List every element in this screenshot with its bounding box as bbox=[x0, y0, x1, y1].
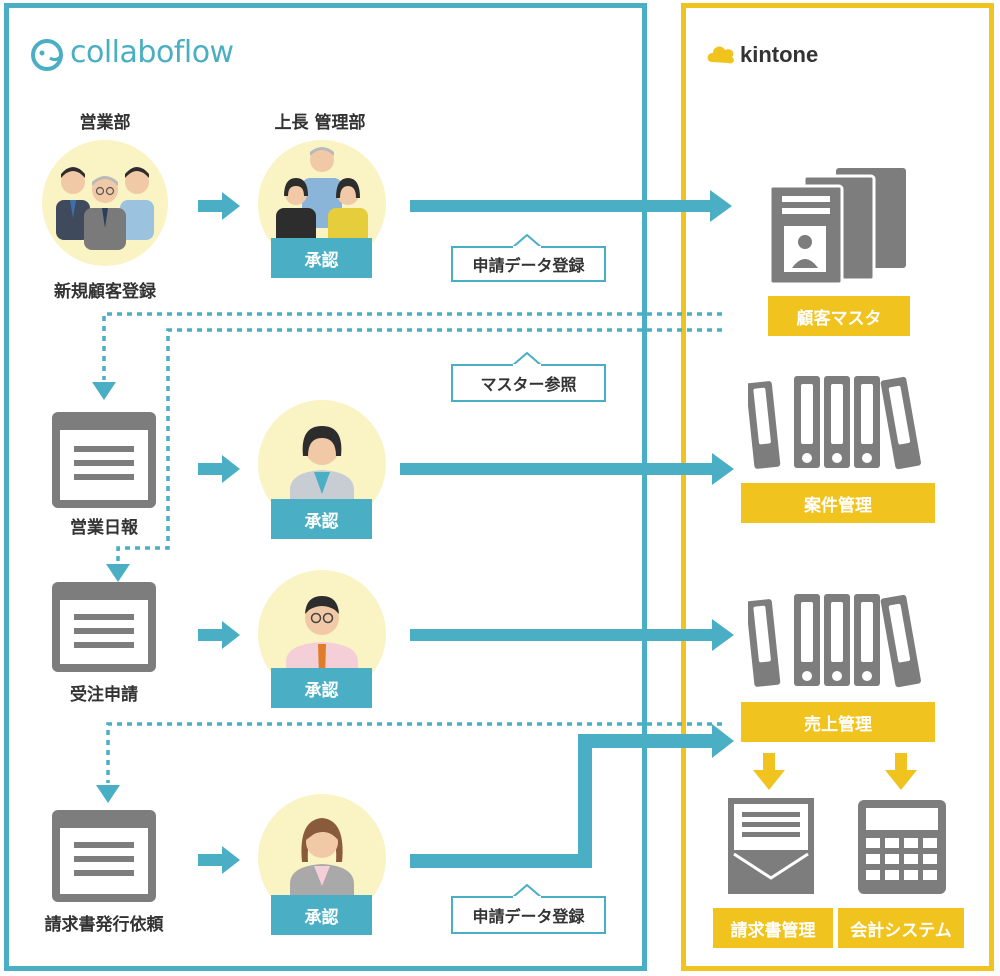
invoice-mgmt-badge: 請求書管理 bbox=[713, 908, 833, 948]
kintone-logo-text: kintone bbox=[740, 42, 819, 67]
project-mgmt-badge: 案件管理 bbox=[741, 483, 935, 523]
sales-binders-icon bbox=[748, 594, 921, 688]
dotted-reference-lines bbox=[102, 312, 722, 783]
apply-data-callout-2: 申請データ登録 bbox=[451, 896, 606, 934]
master-ref-callout: マスター参照 bbox=[451, 364, 606, 402]
callout-notch-3 bbox=[512, 884, 542, 898]
callout-notch-1 bbox=[512, 234, 542, 248]
project-binders-icon bbox=[748, 376, 921, 470]
collaboflow-logo-icon bbox=[31, 39, 63, 71]
invoice-envelope-icon bbox=[728, 798, 814, 894]
approver-woman-icon bbox=[258, 400, 386, 510]
sales-team-icon bbox=[42, 140, 168, 266]
daily-report-form-icon bbox=[52, 412, 156, 508]
kintone-logo-icon bbox=[707, 46, 734, 64]
order-request-label: 受注申請 bbox=[70, 685, 138, 705]
customer-card-stack-icon bbox=[768, 168, 906, 286]
accounting-system-badge: 会計システム bbox=[838, 908, 964, 948]
kintone-frame bbox=[681, 3, 994, 971]
apply-data-callout-1: 申請データ登録 bbox=[451, 246, 606, 282]
collaboflow-frame bbox=[4, 3, 647, 971]
invoice-request-label: 請求書発行依頼 bbox=[44, 915, 164, 935]
approve-badge-2: 承認 bbox=[271, 499, 372, 539]
manager-dept-label: 上長 管理部 bbox=[274, 113, 366, 133]
callout-notch-2 bbox=[512, 352, 542, 366]
daily-report-label: 営業日報 bbox=[70, 518, 138, 538]
approve-badge-3: 承認 bbox=[271, 668, 372, 708]
customer-master-badge: 顧客マスタ bbox=[768, 296, 910, 336]
approve-badge-4: 承認 bbox=[271, 895, 372, 935]
sales-mgmt-badge: 売上管理 bbox=[741, 702, 935, 742]
small-flow-arrows bbox=[198, 192, 240, 874]
yellow-down-arrows bbox=[753, 753, 917, 790]
approve-badge-1: 承認 bbox=[271, 238, 372, 278]
invoice-request-form-icon bbox=[52, 810, 156, 902]
sales-dept-label: 営業部 bbox=[79, 113, 131, 133]
collaboflow-logo-text: collaboflow bbox=[70, 35, 234, 70]
calculator-icon bbox=[858, 800, 946, 894]
long-flow-arrows bbox=[400, 190, 734, 868]
new-customer-label: 新規顧客登録 bbox=[54, 282, 156, 302]
dotted-arrow-heads bbox=[92, 382, 130, 803]
approver-woman-2-icon bbox=[258, 794, 386, 904]
approver-man-icon bbox=[258, 570, 386, 680]
order-request-form-icon bbox=[52, 582, 156, 672]
